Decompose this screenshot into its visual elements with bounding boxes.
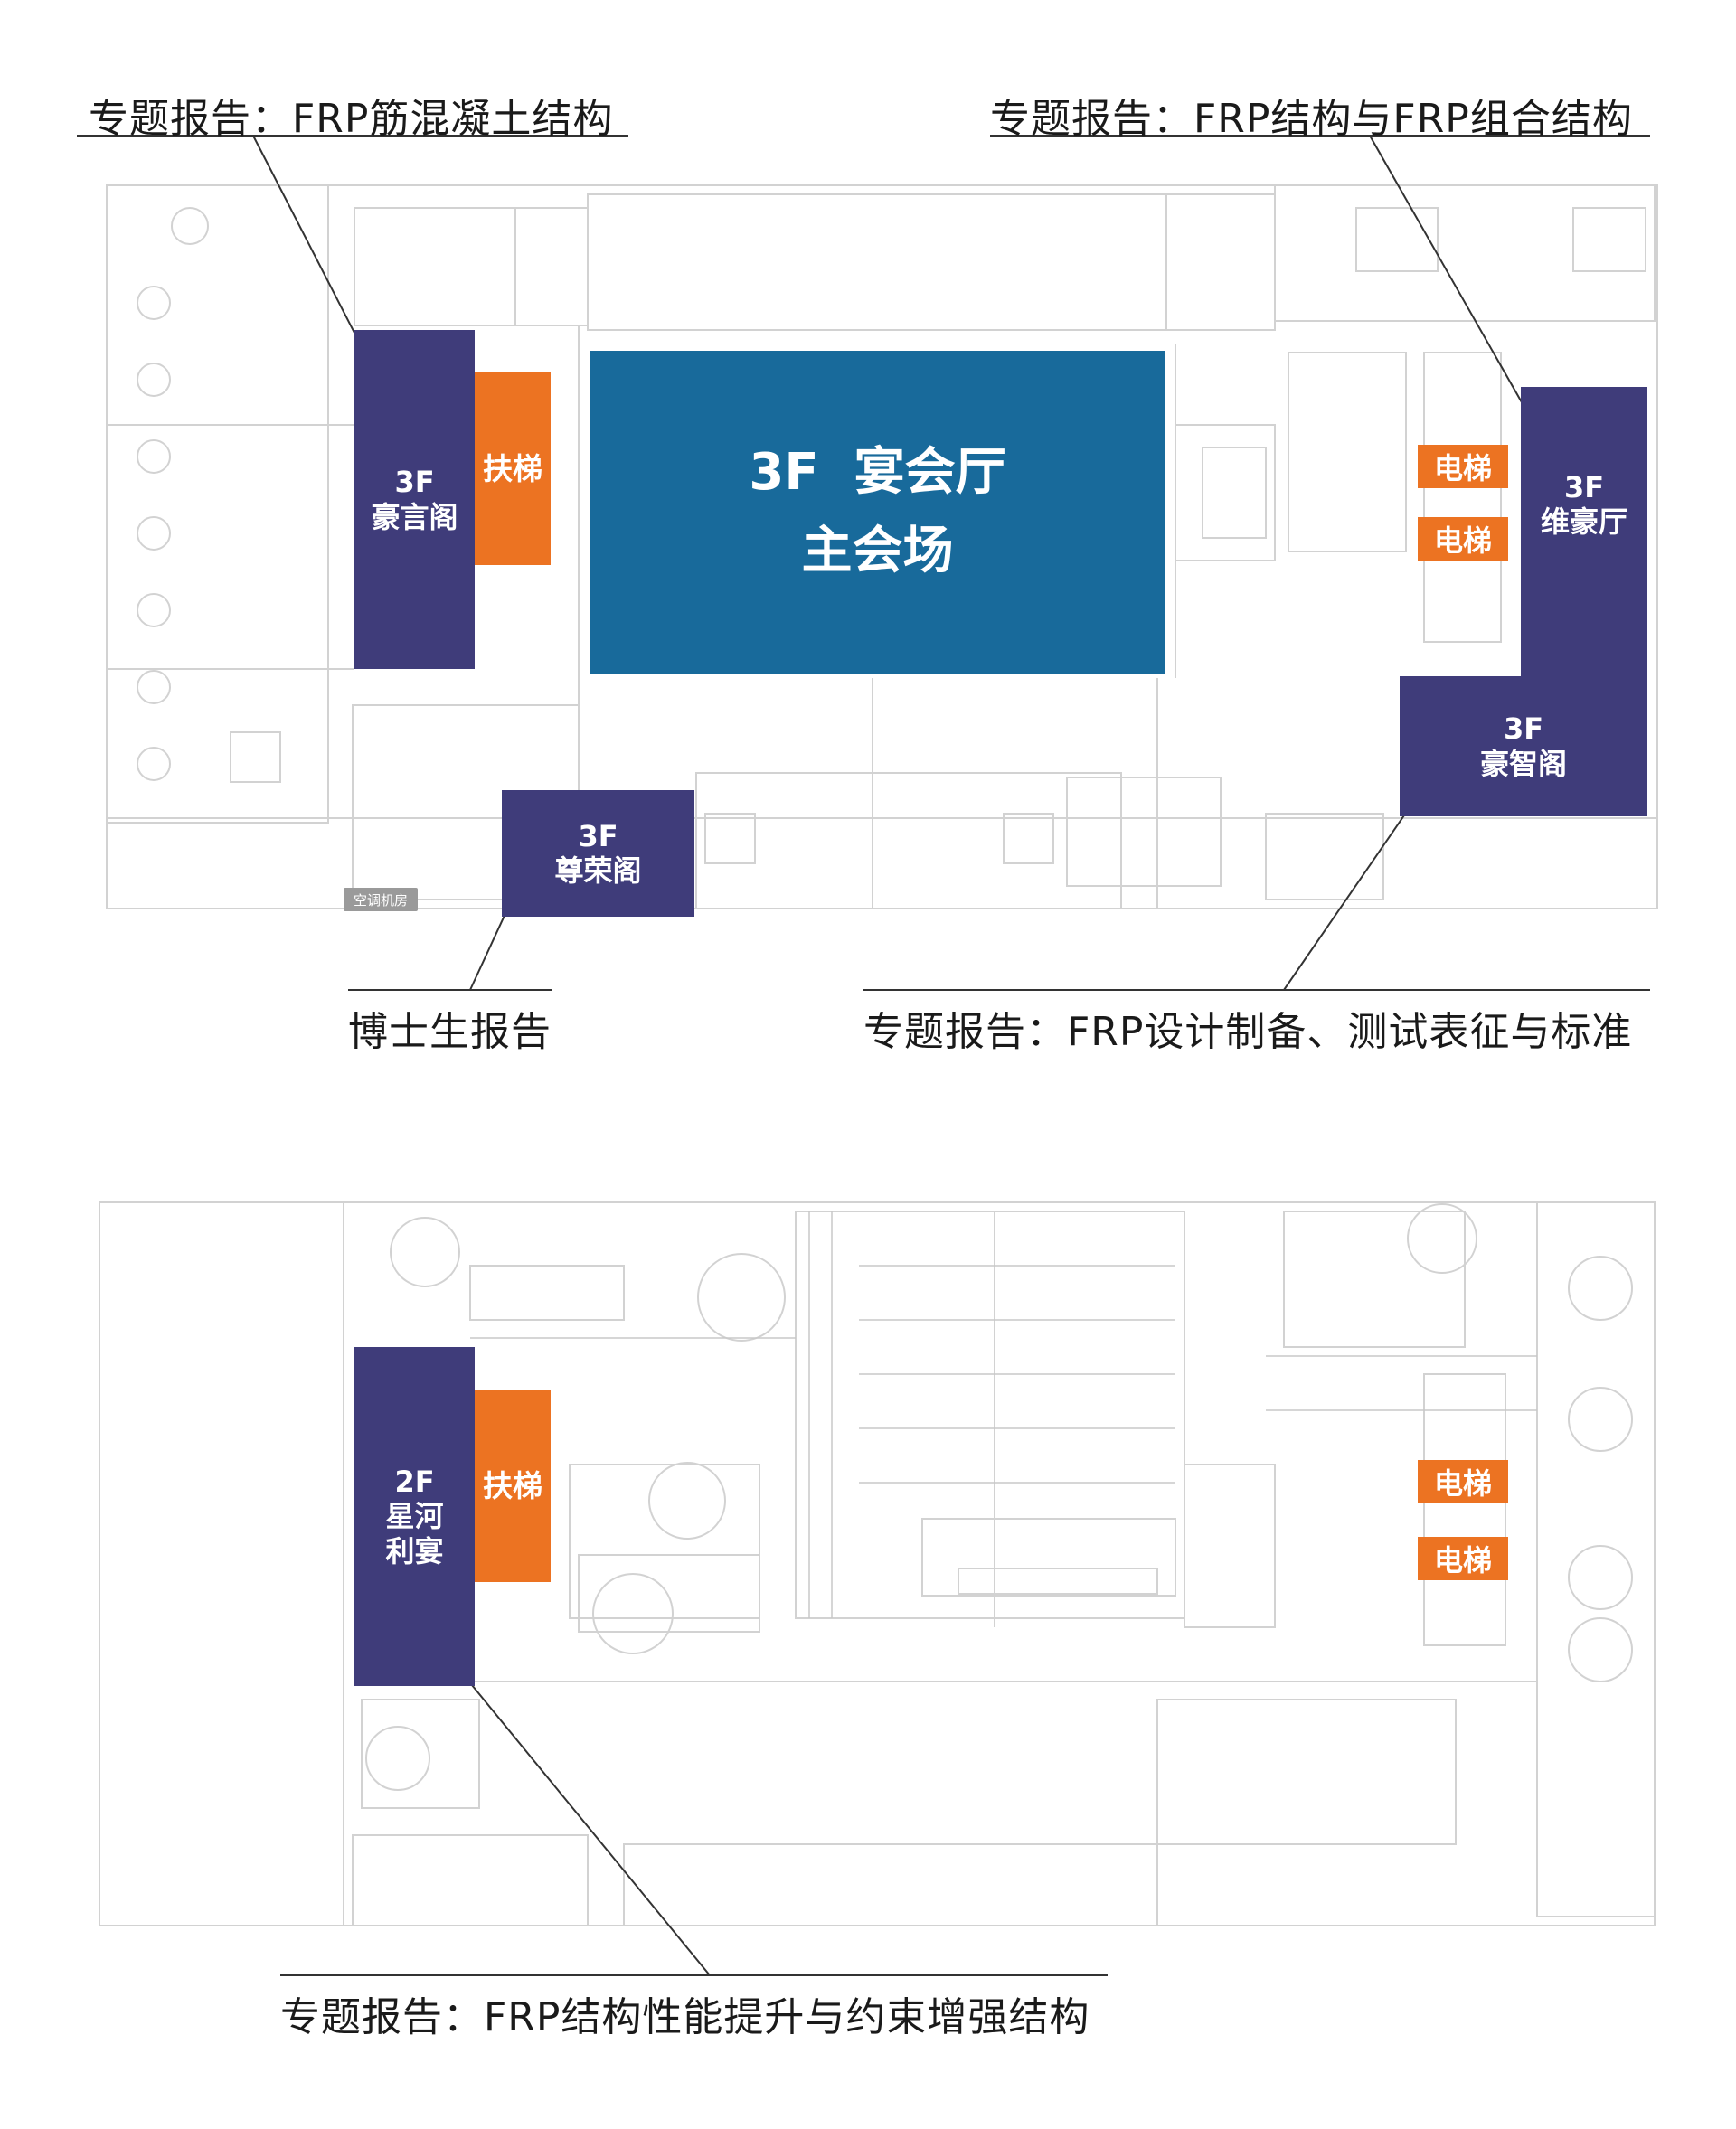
room-zunrong-ge[interactable]: 3F 尊荣阁: [502, 790, 694, 917]
elevator-2f-1: 电梯: [1418, 1460, 1508, 1503]
room-haoyan-ge[interactable]: 3F 豪言阁: [354, 330, 475, 669]
room-weihao-floor: 3F: [1563, 470, 1605, 504]
room-haozhi-name: 豪智阁: [1479, 746, 1567, 781]
main-banquet-hall[interactable]: 3F 宴会厅 主会场: [590, 351, 1165, 674]
escalator-3f: 扶梯: [475, 372, 551, 565]
room-haozhi-ge[interactable]: 3F 豪智阁: [1400, 676, 1647, 816]
label-frp-performance: 专题报告：FRP结构性能提升与约束增强结构: [280, 1994, 1090, 2040]
elevator-2f-2: 电梯: [1418, 1537, 1508, 1580]
elevator-3f-2: 电梯: [1418, 517, 1508, 561]
main-hall-title: 3F 宴会厅: [749, 443, 1006, 503]
room-weihao-ting[interactable]: 3F 维豪厅: [1521, 387, 1647, 676]
label-phd-report: 博士生报告: [348, 1009, 552, 1055]
label-frp-design-testing: 专题报告：FRP设计制备、测试表征与标准: [863, 1009, 1633, 1055]
room-xinghe-liyan[interactable]: 2F 星河 利宴: [354, 1347, 475, 1686]
leader-floor2: [442, 1649, 711, 1976]
room-xinghe-floor: 2F: [394, 1464, 435, 1499]
room-zunrong-name: 尊荣阁: [554, 853, 642, 888]
ac-room-tag: 空调机房: [344, 888, 418, 911]
room-haoyan-name: 豪言阁: [371, 499, 458, 534]
room-xinghe-name-1: 星河: [385, 1499, 444, 1534]
label-frp-concrete: 专题报告：FRP筋混凝土结构: [89, 96, 614, 142]
main-hall-subtitle: 主会场: [801, 522, 954, 580]
room-weihao-name: 维豪厅: [1540, 504, 1628, 540]
room-haozhi-floor: 3F: [1503, 711, 1544, 747]
escalator-3f-label: 扶梯: [483, 450, 542, 486]
room-xinghe-name-2: 利宴: [385, 1533, 444, 1568]
label-frp-composite: 专题报告：FRP结构与FRP组合结构: [990, 96, 1633, 142]
escalator-2f: 扶梯: [475, 1390, 551, 1582]
room-haoyan-floor: 3F: [394, 465, 435, 500]
escalator-2f-label: 扶梯: [483, 1467, 542, 1503]
leader-bottom-right: [1283, 786, 1425, 991]
elevator-3f-1: 电梯: [1418, 445, 1508, 488]
floor3-west-wing: [106, 184, 329, 824]
room-zunrong-floor: 3F: [578, 818, 618, 853]
